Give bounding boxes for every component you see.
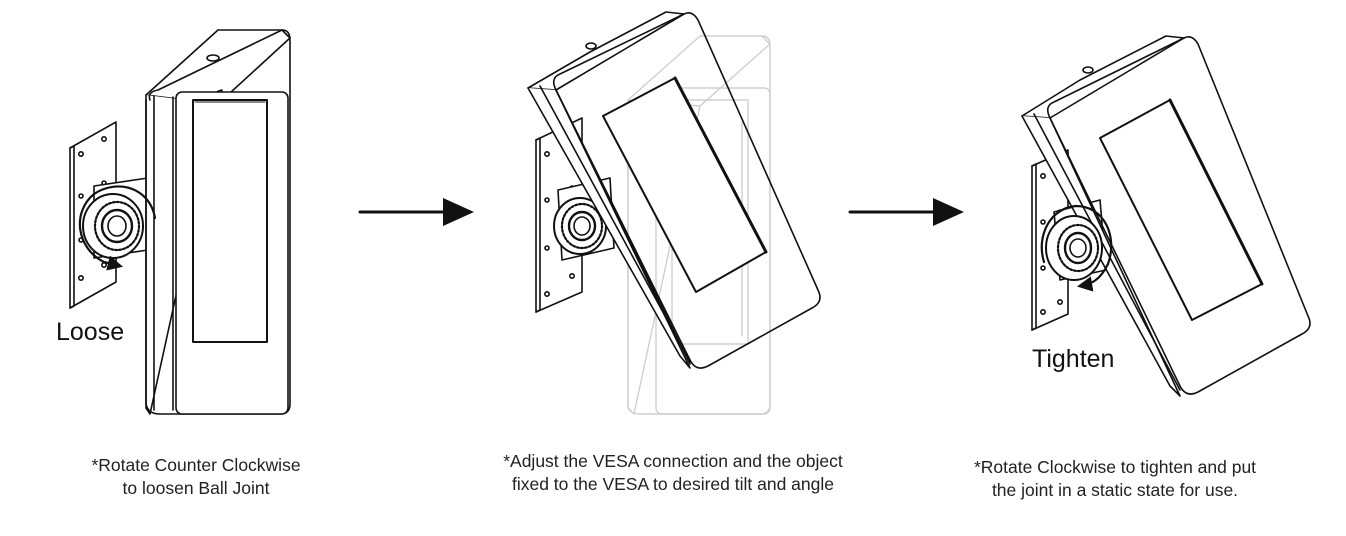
step2-caption-line1: *Adjust the VESA connection and the obje… [503,451,843,471]
step2-caption-line2: fixed to the VESA to desired tilt and an… [511,474,834,494]
step2-caption: *Adjust the VESA connection and the obje… [460,450,886,496]
clockwise-arrow-icon [1040,204,1113,292]
step3-caption-line1: *Rotate Clockwise to tighten and put [973,457,1257,477]
counter-clockwise-arrow-icon [78,185,157,271]
right-arrow-icon [358,198,474,226]
step2-illustration [527,11,821,415]
ball-joint-knob [82,193,144,259]
right-arrow-icon [848,198,964,226]
step3-illustration [1021,35,1311,397]
step1-label: Loose [56,318,125,346]
tablet-enclosure [145,29,291,415]
tilted-tablet-enclosure [527,11,821,369]
step3-caption-line2: the joint in a static state for use. [991,480,1239,500]
step1-illustration [69,29,291,415]
step1-caption-line1: *Rotate Counter Clockwise [91,455,301,475]
step1-caption: *Rotate Counter Clockwise to loosen Ball… [56,454,336,500]
step3-label: Tighten [1032,345,1115,373]
step3-caption: *Rotate Clockwise to tighten and put the… [930,456,1300,502]
step1-caption-line2: to loosen Ball Joint [122,478,270,498]
